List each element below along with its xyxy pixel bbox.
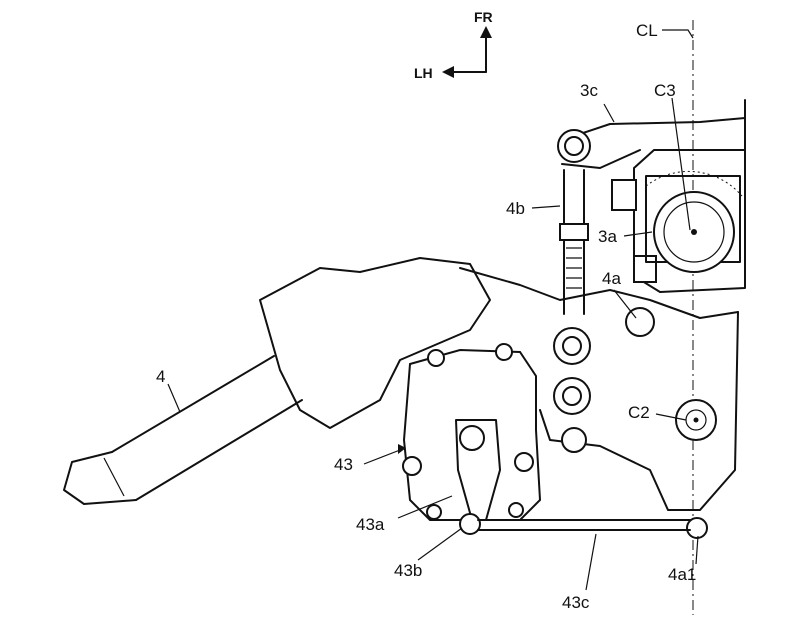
centerline-label: CL [636, 21, 658, 40]
label-4: 4 [156, 367, 165, 386]
leader-3a [623, 231, 653, 237]
tie-rod-4b [559, 169, 589, 315]
leader-4b [531, 205, 561, 209]
knuckle-arm-4a [459, 267, 739, 539]
leader-43c [585, 533, 597, 591]
label-4b: 4b [506, 199, 525, 218]
actuator-43 [402, 343, 542, 535]
label-43b: 43b [394, 561, 422, 580]
leader-3c [603, 103, 615, 123]
leader-c3 [671, 97, 691, 231]
leader-43a [397, 495, 453, 519]
label-4a: 4a [602, 269, 621, 288]
label-c2: C2 [628, 403, 650, 422]
leader-c2 [655, 413, 687, 421]
leader-43 [363, 449, 401, 465]
label-43: 43 [334, 455, 353, 474]
steering-shaft-housing [611, 99, 746, 293]
label-c3: C3 [654, 81, 676, 100]
leader-4 [167, 383, 181, 413]
label-3c: 3c [580, 81, 598, 100]
label-43c: 43c [562, 593, 590, 612]
leader-4a1 [695, 535, 699, 565]
leader-4a [613, 289, 637, 319]
pitman-arm-3c [557, 117, 746, 169]
centerline-leader [662, 29, 694, 39]
label-4a1: 4a1 [668, 565, 696, 584]
rod-43c [477, 519, 691, 531]
left-direction-label: LH [414, 65, 433, 81]
label-3a: 3a [598, 227, 617, 246]
drive-shaft-4 [63, 257, 491, 505]
label-43a: 43a [356, 515, 385, 534]
direction-indicator [442, 26, 492, 78]
leader-43b [417, 527, 463, 561]
forward-direction-label: FR [474, 9, 493, 25]
